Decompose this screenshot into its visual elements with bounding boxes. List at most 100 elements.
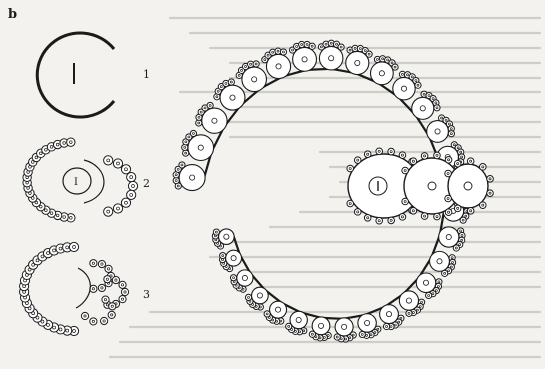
central-cell-bead bbox=[487, 176, 494, 183]
central-cell-bead bbox=[445, 156, 452, 163]
bead-outline bbox=[487, 190, 494, 197]
lobe-bead bbox=[359, 331, 365, 337]
colony-lobe bbox=[412, 91, 440, 119]
lobe-bead bbox=[406, 310, 412, 316]
bead-outline bbox=[376, 148, 383, 155]
lobe-cell bbox=[293, 47, 317, 71]
bead-outline bbox=[467, 158, 474, 165]
panel-label: b bbox=[8, 7, 17, 22]
bead-outline bbox=[264, 311, 270, 317]
stage-3-lobe-bead bbox=[81, 312, 88, 319]
colony-lobe bbox=[358, 314, 381, 339]
colony-lobe bbox=[196, 102, 227, 133]
lobe-cell bbox=[179, 165, 205, 191]
bead-outline bbox=[402, 167, 409, 174]
stage-3-bead bbox=[69, 242, 78, 251]
bead-outline bbox=[445, 209, 452, 216]
lobe-bead bbox=[213, 229, 219, 235]
lobe-bead bbox=[173, 177, 179, 183]
stage-2-label: 2 bbox=[143, 177, 150, 190]
bead-outline bbox=[366, 51, 372, 57]
central-cell-bead bbox=[354, 157, 361, 164]
central-cell-bead bbox=[354, 209, 361, 216]
colony-lobe bbox=[286, 311, 308, 335]
colony-lobe bbox=[427, 115, 455, 142]
bead-outline bbox=[183, 150, 189, 156]
stage-3-label: 3 bbox=[143, 288, 150, 301]
stage-3-lobe-bead bbox=[108, 311, 115, 318]
central-cell-bead bbox=[364, 214, 371, 221]
central-cell-bead bbox=[364, 151, 371, 158]
stage-2-lobe-bead bbox=[104, 156, 113, 165]
central-cell-wall bbox=[448, 164, 488, 208]
bead-outline bbox=[113, 204, 122, 213]
bead-outline bbox=[388, 217, 395, 224]
bead-outline bbox=[334, 334, 340, 340]
bead-outline bbox=[113, 159, 122, 168]
bead-outline bbox=[448, 131, 454, 137]
stage-3-lobe-bead bbox=[119, 281, 126, 288]
central-cell-bead bbox=[376, 148, 383, 155]
bead-outline bbox=[119, 281, 126, 288]
stage-2-lobe-bead bbox=[121, 198, 130, 207]
bead-outline bbox=[112, 276, 119, 283]
lobe-bead bbox=[245, 294, 251, 300]
bead-outline bbox=[347, 200, 354, 207]
colony-lobe bbox=[219, 250, 241, 271]
central-cell-bead bbox=[421, 153, 428, 160]
bead-outline bbox=[121, 198, 130, 207]
bead-outline bbox=[445, 170, 452, 177]
lobe-bead bbox=[334, 334, 340, 340]
colony-lobe bbox=[289, 41, 316, 71]
lobe-cell bbox=[416, 273, 436, 293]
lobe-bead bbox=[309, 43, 315, 49]
bead-outline bbox=[104, 207, 113, 216]
lobe-bead bbox=[442, 270, 448, 276]
central-cell-bead bbox=[388, 148, 395, 155]
colony-lobe bbox=[173, 162, 205, 191]
lobe-cell bbox=[346, 51, 369, 74]
bead-outline bbox=[90, 318, 97, 325]
bead-outline bbox=[81, 312, 88, 319]
bead-outline bbox=[309, 43, 315, 49]
stage-3-inner-wall bbox=[76, 268, 90, 308]
bead-outline bbox=[354, 209, 361, 216]
lobe-bead bbox=[448, 131, 454, 137]
central-cell-bead bbox=[410, 207, 417, 214]
bead-outline bbox=[399, 152, 406, 159]
bead-outline bbox=[104, 156, 113, 165]
central-cell-bead bbox=[347, 165, 354, 172]
bead-outline bbox=[309, 331, 315, 337]
central-cell-bead bbox=[467, 208, 474, 215]
colony-spiral-diagram bbox=[173, 40, 493, 342]
stage-3-lobe-bead bbox=[102, 296, 109, 303]
bead-outline bbox=[410, 207, 417, 214]
bead-outline bbox=[376, 217, 383, 224]
bead-outline bbox=[445, 195, 452, 202]
bead-outline bbox=[434, 213, 441, 220]
stage-2-lobe-bead bbox=[127, 173, 136, 182]
lobe-bead bbox=[426, 292, 432, 298]
stage-2-center-mark: I bbox=[74, 177, 78, 188]
stage-1-diagram: 1 bbox=[37, 33, 150, 117]
bead-outline bbox=[467, 208, 474, 215]
stage-2-lobe-bead bbox=[113, 204, 122, 213]
lobe-bead bbox=[228, 79, 234, 85]
lobe-bead bbox=[253, 61, 259, 67]
bead-outline bbox=[454, 205, 461, 212]
lobe-bead bbox=[338, 44, 344, 50]
central-cell-bead bbox=[454, 160, 461, 167]
central-cell-bead bbox=[454, 205, 461, 212]
bead-outline bbox=[104, 276, 111, 283]
bead-outline bbox=[410, 158, 417, 165]
colony-lobe bbox=[212, 229, 234, 249]
lobe-cell bbox=[427, 121, 449, 143]
bead-outline bbox=[121, 288, 128, 295]
stage-3-lobe-bead bbox=[98, 284, 105, 291]
central-cell-bead bbox=[434, 152, 441, 159]
bead-outline bbox=[421, 213, 428, 220]
central-cell-bead bbox=[421, 213, 428, 220]
colony-lobe bbox=[182, 130, 214, 160]
